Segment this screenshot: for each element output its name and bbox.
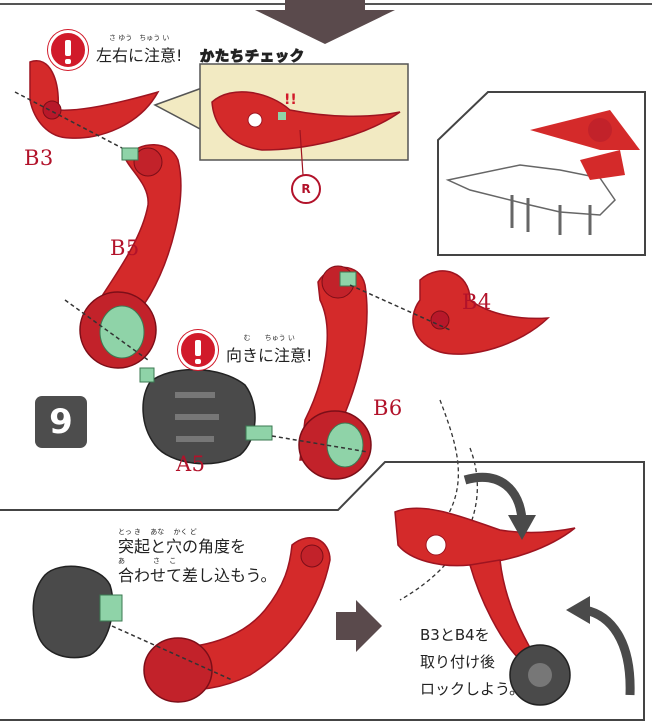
warning-text: 左右に注意! bbox=[96, 42, 182, 66]
insert-instruction: とっ き あな かく ど 突起と穴の角度を あ さ こ 合わせて差し込もう。 bbox=[118, 528, 277, 586]
r-marker-badge: R bbox=[291, 174, 321, 204]
warning-direction: む ちゅう い 向きに注意! bbox=[178, 330, 312, 370]
warning-furigana: む ちゅう い bbox=[244, 334, 295, 342]
shape-check-panel: !! bbox=[155, 64, 408, 175]
label-a5: A5 bbox=[176, 452, 206, 476]
lock-line-2: 取り付け後 bbox=[420, 649, 524, 676]
label-b5: B5 bbox=[110, 236, 140, 260]
shape-check-title: かたちチェック bbox=[200, 46, 305, 66]
lock-line-3: ロックしよう。 bbox=[420, 676, 524, 703]
svg-text:!!: !! bbox=[284, 92, 297, 108]
b3-part bbox=[15, 61, 158, 148]
b6-part bbox=[272, 266, 371, 479]
insert-furigana-1: とっ き あな かく ど bbox=[118, 528, 277, 537]
down-arrow-icon bbox=[255, 0, 395, 44]
lock-instruction: B3とB4を 取り付け後 ロックしよう。 bbox=[420, 622, 524, 703]
insert-line-2: 合わせて差し込もう。 bbox=[118, 566, 277, 586]
rotate-arrow-bottom-icon bbox=[585, 610, 630, 695]
warning-text: 向きに注意! bbox=[226, 342, 312, 366]
insert-furigana-2: あ さ こ bbox=[118, 557, 277, 566]
b4-part bbox=[350, 271, 548, 354]
step-number-badge: 9 bbox=[35, 396, 87, 448]
warning-icon bbox=[48, 30, 88, 70]
lock-line-1: B3とB4を bbox=[420, 622, 524, 649]
label-b3: B3 bbox=[24, 146, 54, 170]
label-b6: B6 bbox=[373, 396, 403, 420]
warning-left-right: さ ゆう ちゅう い 左右に注意! bbox=[48, 30, 182, 70]
right-arrow-icon bbox=[336, 600, 382, 652]
a5-part bbox=[140, 368, 272, 464]
warning-furigana: さ ゆう ちゅう い bbox=[109, 34, 169, 42]
insert-line-1: 突起と穴の角度を bbox=[118, 537, 277, 557]
guide-lines bbox=[400, 400, 477, 600]
warning-icon bbox=[178, 330, 218, 370]
label-b4: B4 bbox=[462, 290, 492, 314]
preview-inset bbox=[438, 92, 645, 255]
